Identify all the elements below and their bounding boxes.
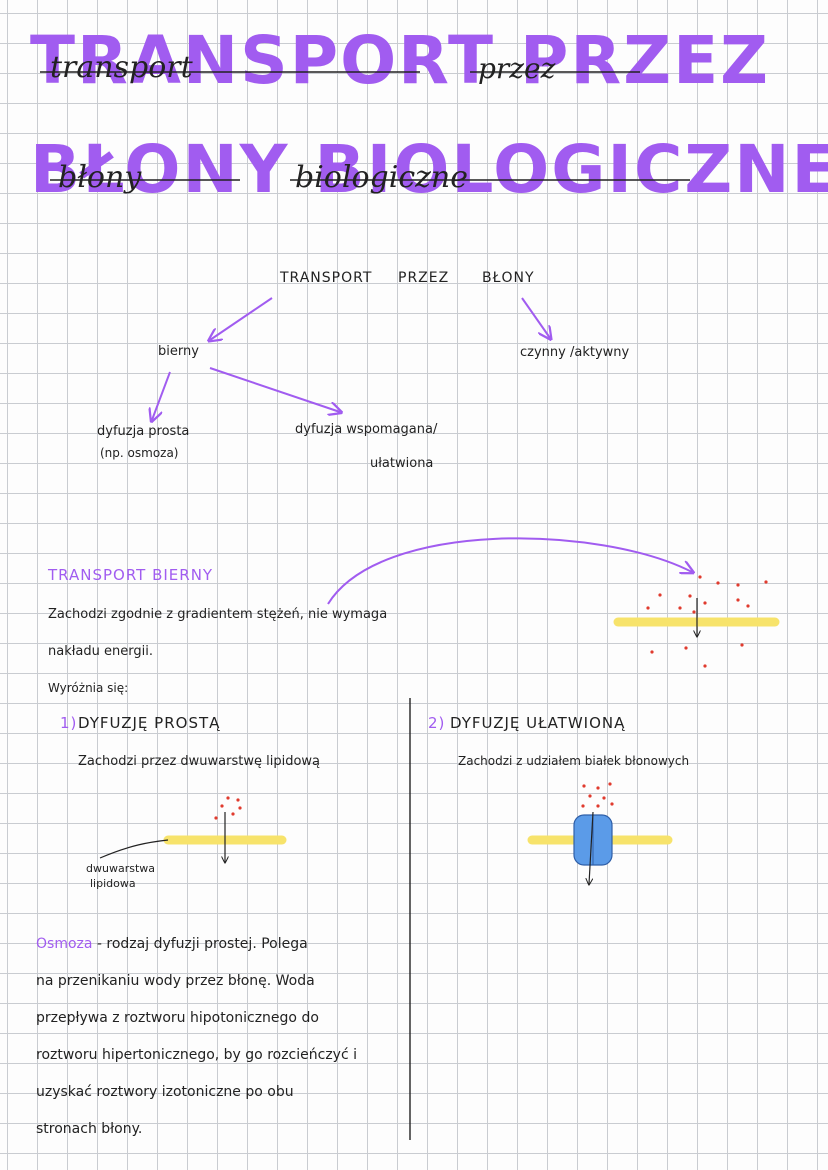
diagram-passive: bierny (158, 344, 199, 359)
bilayer-label-pointer (99, 839, 169, 859)
page-title-line-2: BŁONY BIOLOGICZNE (30, 131, 828, 208)
diagram-active: czynny /aktywny (520, 345, 630, 360)
particles-top-right (646, 575, 768, 668)
diagram-facilitated-diffusion-2: ułatwiona (370, 456, 434, 471)
page-title-line-1: TRANSPORT PRZEZ (30, 22, 771, 99)
title-script-blony: błony (58, 160, 142, 195)
diagram-simple-diffusion: dyfuzja prosta (97, 424, 190, 439)
osmosis-paragraph: Osmoza - rodzaj dyfuzji prostej. Polega … (36, 926, 396, 1148)
osmosis-line-2: na przenikaniu wody przez błonę. Woda (36, 973, 315, 989)
arrow-to-facilitated (209, 367, 340, 412)
facilitated-diffusion-number: 2) (428, 714, 445, 732)
curved-arrow (327, 537, 692, 605)
arrow-to-passive (210, 297, 273, 340)
diagram-root-blony: BŁONY (482, 270, 535, 286)
particles-facilitated (581, 782, 614, 808)
osmosis-line-6: stronach błony. (36, 1121, 143, 1137)
osmosis-line-4: roztworu hipertonicznego, by go rozcieńc… (36, 1047, 357, 1063)
facilitated-diffusion-number-label: 2) (428, 714, 446, 732)
arrow-to-active (521, 297, 550, 338)
title-script-przez: przez (478, 52, 556, 85)
facilitated-diffusion-heading: DYFUZJĘ UŁATWIONĄ (450, 714, 626, 732)
simple-diffusion-number: 1) (60, 714, 77, 732)
arrow-to-simple (152, 371, 171, 420)
arrow-through-channel (589, 811, 594, 884)
diagram-root-przez: PRZEZ (398, 270, 450, 286)
section-heading-passive-transport: TRANSPORT BIERNY (48, 566, 214, 584)
title-script-transport: transport (50, 50, 193, 85)
bilayer-label-line-2: lipidowa (90, 877, 136, 890)
osmosis-line-1-text: - rodzaj dyfuzji prostej. Polega (96, 936, 308, 952)
osmosis-line-1: Osmoza - rodzaj dyfuzji prostej. Polega (36, 926, 396, 963)
osmosis-term: Osmoza (36, 936, 93, 952)
passive-description-line-2: nakładu energii. (48, 644, 153, 659)
particles-simple (214, 796, 242, 820)
simple-diffusion-number-label: 1) (60, 714, 78, 732)
diagram-root-transport: TRANSPORT (280, 270, 373, 286)
osmosis-line-5: uzyskać roztwory izotoniczne po obu (36, 1084, 294, 1100)
passive-distinguish: Wyróżnia się: (48, 681, 129, 695)
facilitated-diffusion-description: Zachodzi z udziałem białek błonowych (458, 754, 690, 768)
diagram-simple-note: (np. osmoza) (100, 446, 179, 460)
simple-diffusion-heading: DYFUZJĘ PROSTĄ (78, 714, 221, 732)
passive-description-line-1: Zachodzi zgodnie z gradientem stężeń, ni… (48, 607, 388, 622)
bilayer-label-line-1: dwuwarstwa (86, 862, 155, 875)
simple-diffusion-description: Zachodzi przez dwuwarstwę lipidową (78, 754, 320, 769)
diagram-facilitated-diffusion: dyfuzja wspomagana/ (295, 422, 438, 437)
osmosis-line-3: przepływa z roztworu hipotonicznego do (36, 1010, 319, 1026)
title-script-biologiczne: biologiczne (295, 160, 468, 195)
